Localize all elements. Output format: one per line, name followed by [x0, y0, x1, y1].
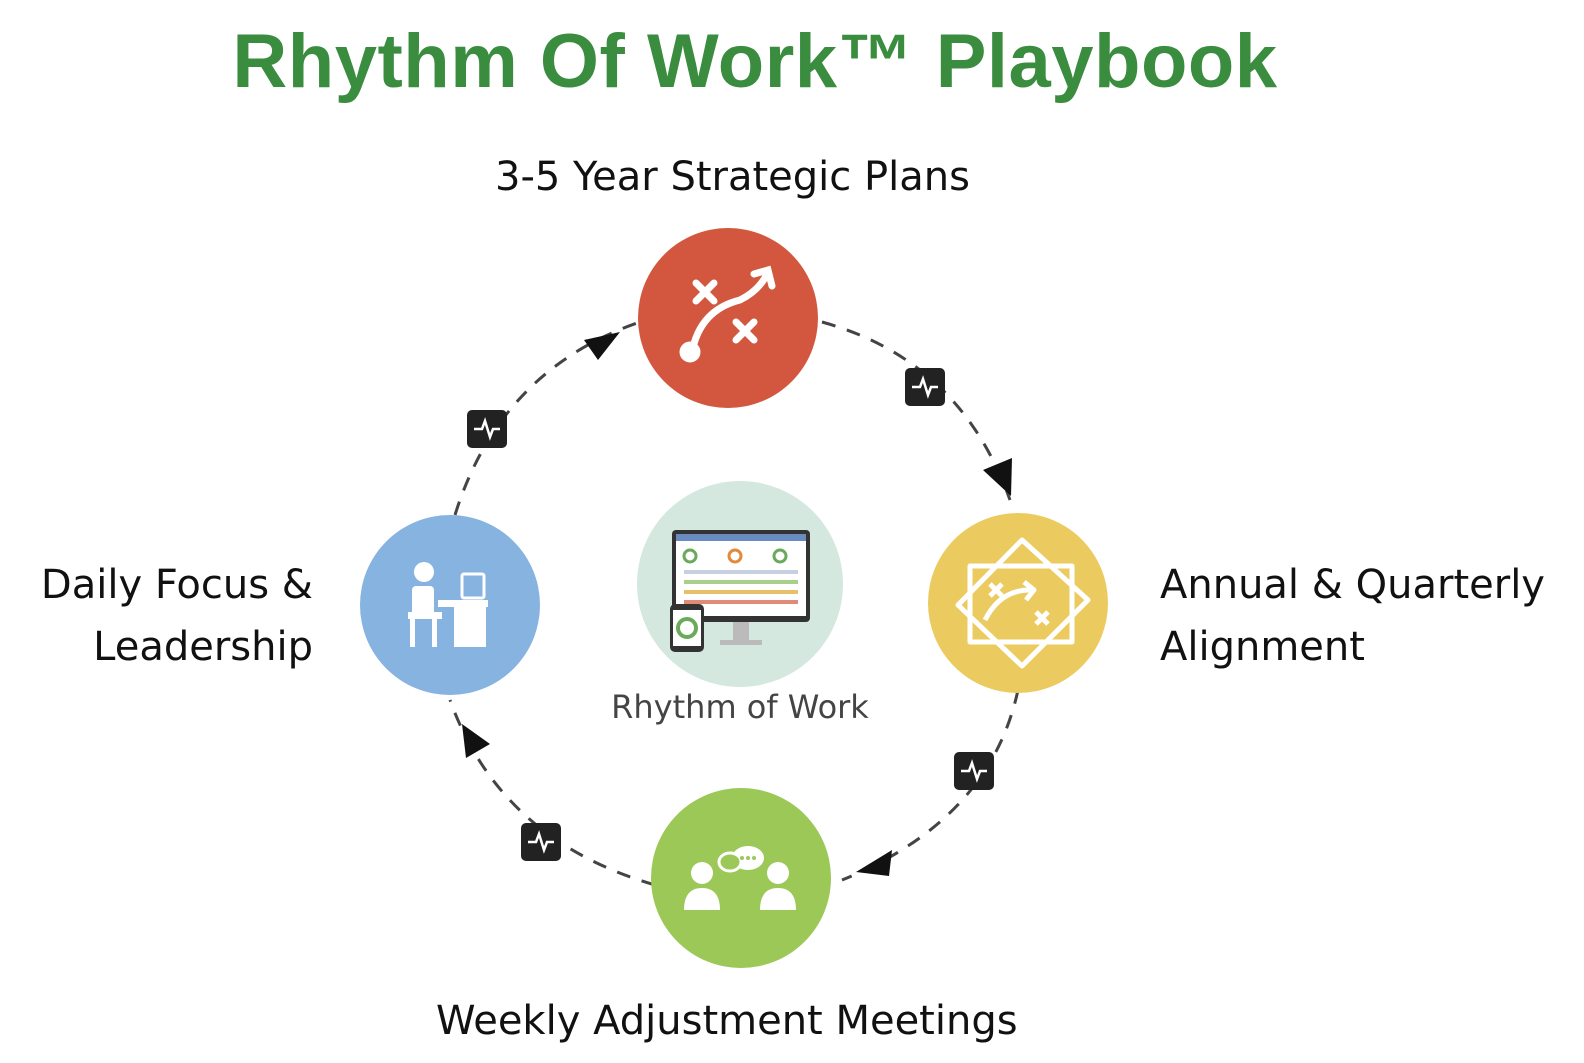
pulse-icon: [521, 823, 561, 861]
stage-node-strategic-plans: [638, 228, 818, 408]
whiteboard-plan-icon: [955, 537, 1091, 669]
stage-label-line: Alignment: [1160, 624, 1365, 670]
stage-label-line: Leadership: [93, 624, 313, 670]
page-title: Rhythm Of Work™ Playbook: [232, 19, 1278, 104]
arrowhead-to-right: [983, 458, 1012, 496]
pulse-icon: [954, 752, 994, 790]
arrowhead-to-bottom: [856, 850, 892, 876]
stage-label-weekly-meetings: Weekly Adjustment Meetings: [436, 998, 1018, 1044]
strategy-play-icon: [679, 265, 776, 363]
stage-label-daily-focus: Daily Focus & Leadership: [0, 554, 313, 678]
dashboard-devices-icon: [670, 530, 810, 652]
stage-node-weekly-meetings: [651, 788, 831, 968]
center-node: [637, 481, 843, 687]
stage-label-line: Daily Focus &: [40, 562, 313, 608]
connector-right-bottom: [841, 689, 1020, 882]
arrowhead-to-top: [584, 332, 620, 360]
stage-node-daily-focus: [360, 515, 540, 695]
stage-label-line: Annual & Quarterly: [1160, 562, 1545, 608]
pulse-icon: [905, 368, 945, 406]
meeting-people-icon: [684, 846, 796, 910]
arrowhead-to-left: [462, 724, 490, 758]
center-caption: Rhythm of Work: [611, 688, 869, 726]
person-at-desk-icon: [408, 562, 488, 647]
connector-top-right: [821, 320, 1012, 501]
stage-node-annual-alignment: [928, 513, 1108, 693]
pulse-badges: [467, 368, 994, 861]
stage-label-annual-alignment: Annual & Quarterly Alignment: [1160, 554, 1545, 678]
stage-label-strategic-plans: 3-5 Year Strategic Plans: [495, 154, 970, 200]
cycle-arrowheads: [462, 332, 1012, 876]
pulse-icon: [467, 410, 507, 448]
